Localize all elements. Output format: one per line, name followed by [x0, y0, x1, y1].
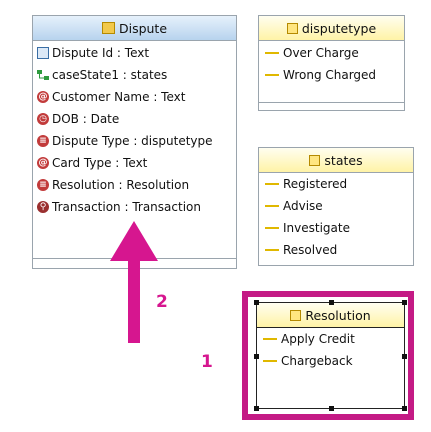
- literal-icon: [265, 249, 279, 251]
- literal-label: Investigate: [283, 221, 350, 235]
- resize-handle-ne[interactable]: [402, 300, 407, 305]
- arrow-up-icon: [110, 221, 158, 343]
- enum-literal[interactable]: Resolved: [265, 239, 413, 261]
- attribute-label: Resolution : Resolution: [52, 178, 190, 192]
- literal-label: Over Charge: [283, 46, 359, 60]
- states-enum[interactable]: states Registered Advise Investigate Res…: [258, 147, 414, 266]
- attribute-label: DOB : Date: [52, 112, 120, 126]
- literal-icon: [263, 338, 277, 340]
- dispute-class-title: Dispute: [118, 20, 168, 36]
- enum-literal[interactable]: Advise: [265, 195, 413, 217]
- resize-handle-s[interactable]: [329, 406, 334, 411]
- literal-icon: [263, 360, 277, 362]
- literal-icon: [265, 227, 279, 229]
- at-icon: @: [37, 91, 49, 103]
- enum-literal[interactable]: Registered: [265, 173, 413, 195]
- resolution-enum-title: Resolution: [305, 307, 371, 323]
- resize-handle-sw[interactable]: [254, 406, 259, 411]
- attribute-row[interactable]: ◷ DOB : Date: [37, 108, 236, 130]
- literal-icon: [265, 183, 279, 185]
- enum-icon: ≡: [37, 135, 49, 147]
- states-enum-header[interactable]: states: [259, 148, 413, 173]
- literal-label: Registered: [283, 177, 348, 191]
- reference-icon: ⚲: [37, 201, 49, 213]
- enum-literal[interactable]: Investigate: [265, 217, 413, 239]
- enum-literal[interactable]: Apply Credit: [263, 328, 404, 350]
- at-icon: @: [37, 157, 49, 169]
- dispute-class[interactable]: Dispute Dispute Id : Text caseState1 : s…: [32, 15, 237, 269]
- attribute-label: Dispute Id : Text: [52, 46, 150, 60]
- enum-icon: [309, 154, 321, 166]
- literal-icon: [265, 74, 279, 76]
- step-label-2: 2: [156, 292, 168, 312]
- resolution-enum[interactable]: Resolution Apply Credit Chargeback: [254, 300, 407, 411]
- literal-label: Chargeback: [281, 354, 353, 368]
- literal-icon: [265, 205, 279, 207]
- enum-literal[interactable]: Chargeback: [263, 350, 404, 372]
- step-label-1: 1: [201, 352, 213, 372]
- compartment-divider: [259, 102, 404, 103]
- literal-label: Resolved: [283, 243, 338, 257]
- enum-icon: ≡: [37, 179, 49, 191]
- attribute-row[interactable]: @ Customer Name : Text: [37, 86, 236, 108]
- resize-handle-nw[interactable]: [254, 300, 259, 305]
- attribute-label: Customer Name : Text: [52, 90, 186, 104]
- resize-handle-e[interactable]: [402, 354, 407, 359]
- states-enum-title: states: [324, 152, 363, 168]
- resolution-enum-header[interactable]: Resolution: [257, 303, 404, 328]
- resize-handle-n[interactable]: [329, 300, 334, 305]
- attribute-row[interactable]: ≡ Resolution : Resolution: [37, 174, 236, 196]
- id-icon: [37, 47, 49, 59]
- disputetype-enum-title: disputetype: [301, 20, 377, 36]
- attribute-row[interactable]: ⚲ Transaction : Transaction: [37, 196, 236, 218]
- attribute-row[interactable]: Dispute Id : Text: [37, 42, 236, 64]
- enum-literal[interactable]: Over Charge: [265, 42, 404, 64]
- literal-label: Advise: [283, 199, 323, 213]
- literal-label: Wrong Charged: [283, 68, 377, 82]
- disputetype-enum-header[interactable]: disputetype: [259, 16, 404, 41]
- disputetype-enum[interactable]: disputetype Over Charge Wrong Charged: [258, 15, 405, 111]
- attribute-label: Dispute Type : disputetype: [52, 134, 213, 148]
- attribute-label: Transaction : Transaction: [52, 200, 201, 214]
- attribute-row[interactable]: caseState1 : states: [37, 64, 236, 86]
- enum-icon: [290, 309, 302, 321]
- attribute-label: caseState1 : states: [52, 68, 168, 82]
- clock-icon: ◷: [37, 113, 49, 125]
- dispute-class-header[interactable]: Dispute: [33, 16, 236, 41]
- literal-label: Apply Credit: [281, 332, 355, 346]
- enum-literal[interactable]: Wrong Charged: [265, 64, 404, 86]
- class-icon: [101, 22, 115, 34]
- state-icon: [37, 69, 49, 81]
- enum-icon: [286, 22, 298, 34]
- attribute-label: Card Type : Text: [52, 156, 148, 170]
- literal-icon: [265, 52, 279, 54]
- resize-handle-se[interactable]: [402, 406, 407, 411]
- attribute-row[interactable]: @ Card Type : Text: [37, 152, 236, 174]
- resize-handle-w[interactable]: [254, 354, 259, 359]
- highlight-frame: [242, 291, 414, 420]
- attribute-row[interactable]: ≡ Dispute Type : disputetype: [37, 130, 236, 152]
